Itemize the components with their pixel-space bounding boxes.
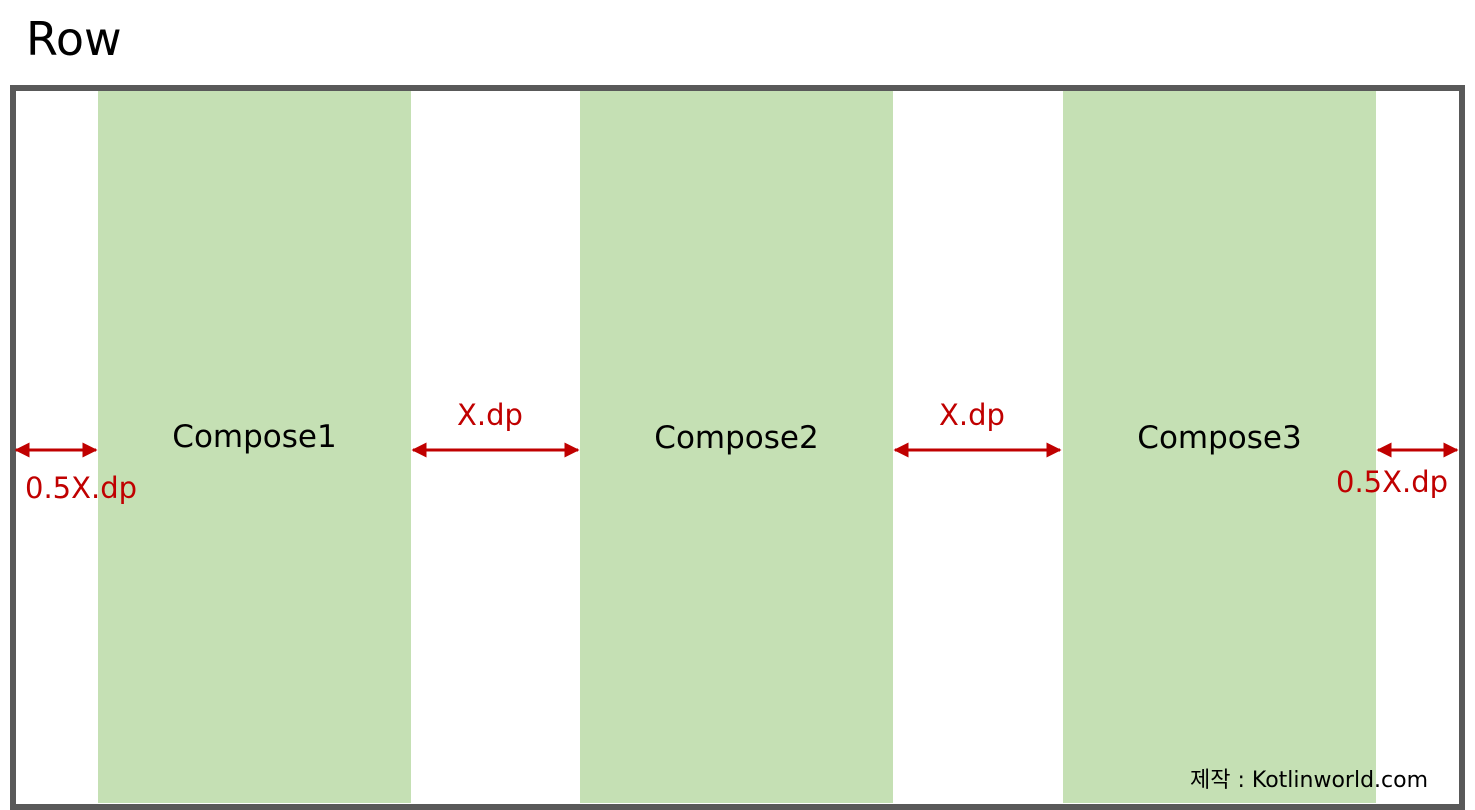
gap-label-between-1: X.dp [457, 398, 523, 432]
compose-box-2: Compose2 [580, 91, 893, 803]
credit-text: 제작 : Kotlinworld.com [1190, 768, 1429, 793]
compose-label-2: Compose2 [654, 420, 819, 456]
compose-box-1: Compose1 [98, 91, 411, 803]
compose-label-3: Compose3 [1137, 420, 1302, 456]
compose-label-1: Compose1 [172, 418, 337, 455]
gap-label-right-edge: 0.5X.dp [1336, 465, 1449, 499]
compose-box-3: Compose3 [1063, 91, 1376, 803]
gap-label-between-2: X.dp [939, 398, 1005, 432]
gap-label-left-edge: 0.5X.dp [25, 471, 138, 505]
diagram-title: Row [26, 12, 122, 66]
